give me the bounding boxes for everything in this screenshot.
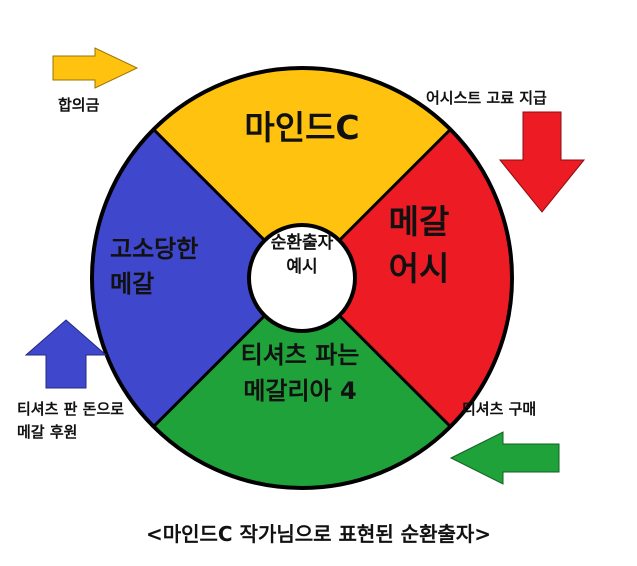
arrow-left-green-icon: [449, 431, 560, 485]
segment-top-label: 마인드C: [244, 108, 359, 147]
label-top-right: 어시스트 고료 지급: [426, 89, 547, 107]
center-label-line2: 예시: [286, 257, 317, 277]
arrow-down-red-icon: [498, 111, 586, 213]
segment-right: [339, 129, 513, 427]
caption: <마인드C 작가님으로 표현된 순환출자>: [145, 522, 492, 546]
segment-right-label-line1: 메갈: [389, 202, 450, 241]
label-bottom-left-line2: 메갈 후원: [17, 423, 78, 441]
segment-dividers: [152, 128, 452, 428]
segment-bottom-label-line1: 티셔츠 파는: [241, 341, 360, 369]
arrow-up-blue-icon: [24, 319, 108, 389]
outer-ring: [90, 66, 514, 490]
arrow-right-yellow-icon: [52, 47, 139, 89]
segment-left: [91, 129, 265, 427]
segment-left-label-line2: 메갈: [110, 270, 154, 298]
label-bottom-left-line1: 티셔츠 판 돈으로: [17, 400, 125, 418]
label-top-left: 합의금: [58, 96, 100, 114]
segment-top: [153, 67, 451, 241]
segment-bottom-label-line2: 메갈리아 4: [243, 377, 356, 405]
center-circle: [247, 223, 357, 333]
segment-bottom: [153, 315, 451, 489]
center-label-line1: 순환출자: [271, 233, 334, 253]
label-bottom-right: 티셔츠 구매: [462, 400, 537, 418]
segment-left-label-line1: 고소당한: [110, 235, 198, 263]
segment-right-label-line2: 어시: [389, 249, 450, 288]
